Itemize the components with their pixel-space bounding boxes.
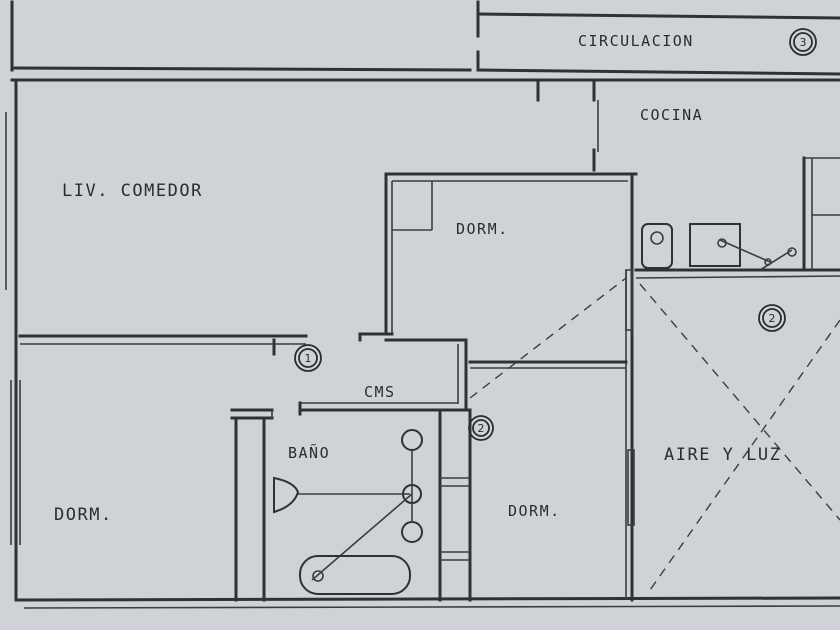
room-label-aire-y-luz: AIRE Y LUZ bbox=[664, 445, 781, 465]
diagonal-markings bbox=[469, 277, 840, 591]
bathroom-fixtures bbox=[273, 429, 423, 595]
stove-icon bbox=[641, 223, 673, 269]
section-markers: 1 2 2 3 bbox=[294, 28, 817, 441]
room-labels: CIRCULACION COCINA LIV. COMEDOR DORM. CM… bbox=[54, 32, 781, 525]
marker-1: 1 bbox=[294, 344, 322, 372]
marker-3: 3 bbox=[789, 28, 817, 56]
svg-text:2: 2 bbox=[769, 312, 776, 325]
room-label-bano: BAÑO bbox=[288, 443, 330, 462]
toilet-icon bbox=[401, 429, 423, 451]
room-label-circulacion: CIRCULACION bbox=[578, 32, 694, 50]
svg-text:3: 3 bbox=[800, 36, 807, 49]
room-label-dorm-right: DORM. bbox=[508, 502, 561, 520]
drain-icon bbox=[401, 521, 423, 543]
washbasin-icon bbox=[273, 476, 300, 514]
room-label-cocina: COCINA bbox=[640, 106, 703, 124]
sink-icon bbox=[689, 223, 741, 267]
marker-2-patio: 2 bbox=[758, 304, 786, 332]
svg-text:1: 1 bbox=[305, 352, 312, 365]
room-label-cms: CMS bbox=[364, 383, 396, 401]
walls bbox=[5, 0, 840, 609]
kitchen-fixtures bbox=[641, 223, 797, 271]
room-label-dorm-center: DORM. bbox=[456, 220, 509, 238]
room-label-living-comedor: LIV. COMEDOR bbox=[62, 181, 203, 201]
marker-2-bath: 2 bbox=[468, 415, 494, 441]
svg-text:2: 2 bbox=[478, 422, 485, 435]
bathtub-icon bbox=[299, 555, 411, 595]
room-label-dorm-left: DORM. bbox=[54, 505, 113, 525]
